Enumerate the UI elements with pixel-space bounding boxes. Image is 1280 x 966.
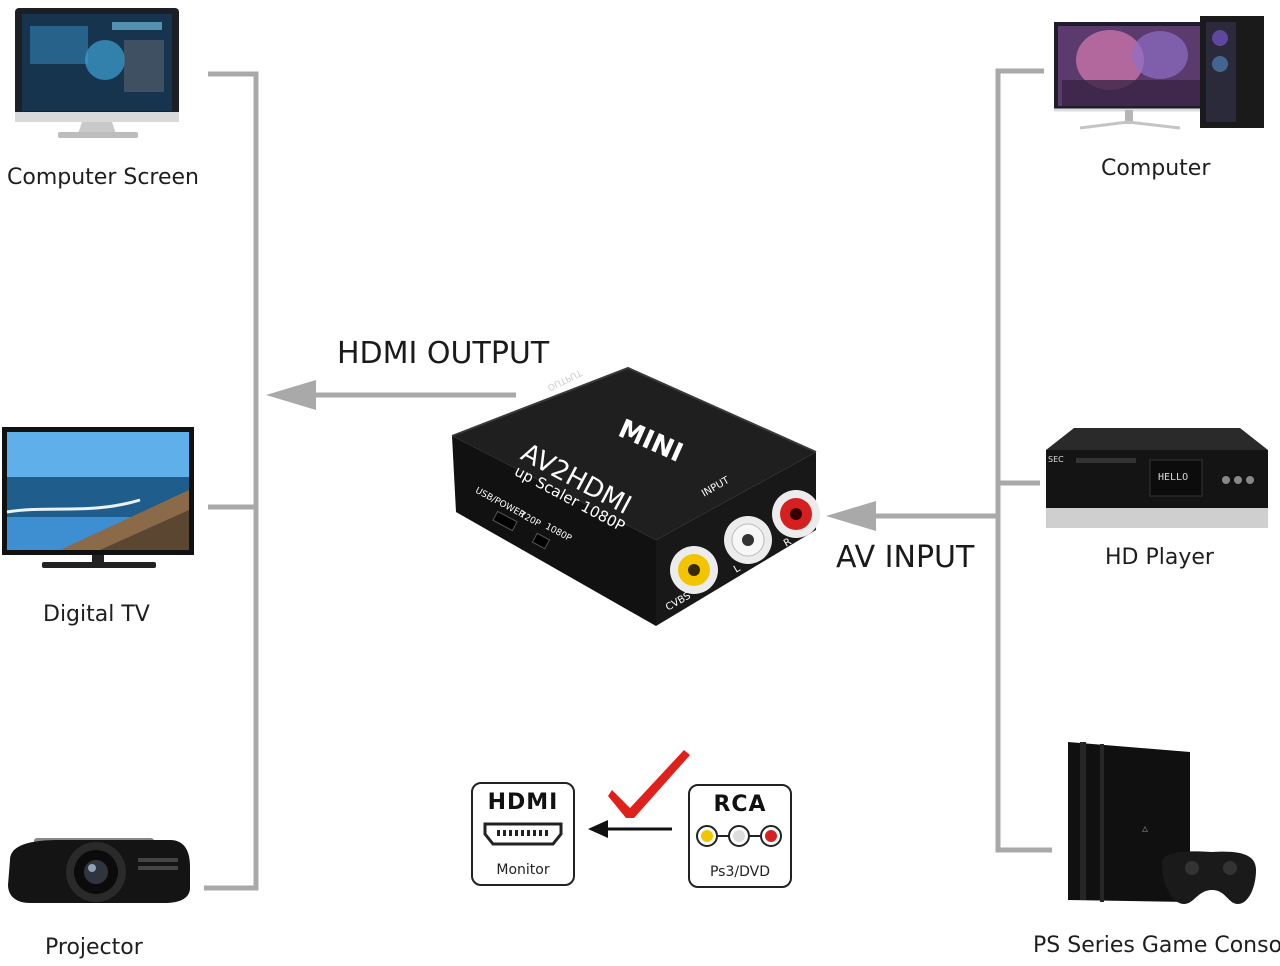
rca-ps3-dvd-badge: RCA Ps3/DVD bbox=[688, 784, 792, 888]
av-input-arrow bbox=[826, 501, 998, 531]
rca-jack-red bbox=[772, 490, 820, 538]
projector-label: Projector bbox=[45, 935, 143, 960]
rca-badge-sub: Ps3/DVD bbox=[709, 864, 770, 880]
hdmi-badge-sub: Monitor bbox=[496, 862, 550, 878]
ps-console-label: PS Series Game Console bbox=[1033, 933, 1280, 958]
av-input-label: AV INPUT bbox=[836, 540, 975, 575]
rca-jack-yellow bbox=[670, 546, 718, 594]
hd-player-brand: SEC bbox=[1048, 455, 1064, 464]
left-bracket bbox=[204, 71, 259, 891]
rca-badge-title: RCA bbox=[713, 792, 767, 817]
rca-plugs-icon bbox=[696, 825, 782, 847]
hdmi-badge-title: HDMI bbox=[487, 790, 559, 815]
right-bracket bbox=[995, 68, 1052, 853]
digital-tv-label: Digital TV bbox=[43, 602, 150, 627]
hdmi-monitor-badge: HDMI Monitor bbox=[471, 782, 575, 886]
svg-text:▵: ▵ bbox=[1142, 821, 1148, 835]
hdmi-port-icon bbox=[483, 822, 563, 846]
check-icon bbox=[608, 750, 690, 818]
rca-jack-white bbox=[724, 516, 772, 564]
hd-player-label: HD Player bbox=[1105, 545, 1214, 570]
computer-screen-label: Computer Screen bbox=[7, 165, 199, 190]
hdmi-output-arrow bbox=[266, 380, 516, 410]
hd-player-display: HELLO bbox=[1158, 472, 1189, 483]
hdmi-output-label: HDMI OUTPUT bbox=[337, 336, 550, 371]
computer-label: Computer bbox=[1101, 156, 1211, 181]
